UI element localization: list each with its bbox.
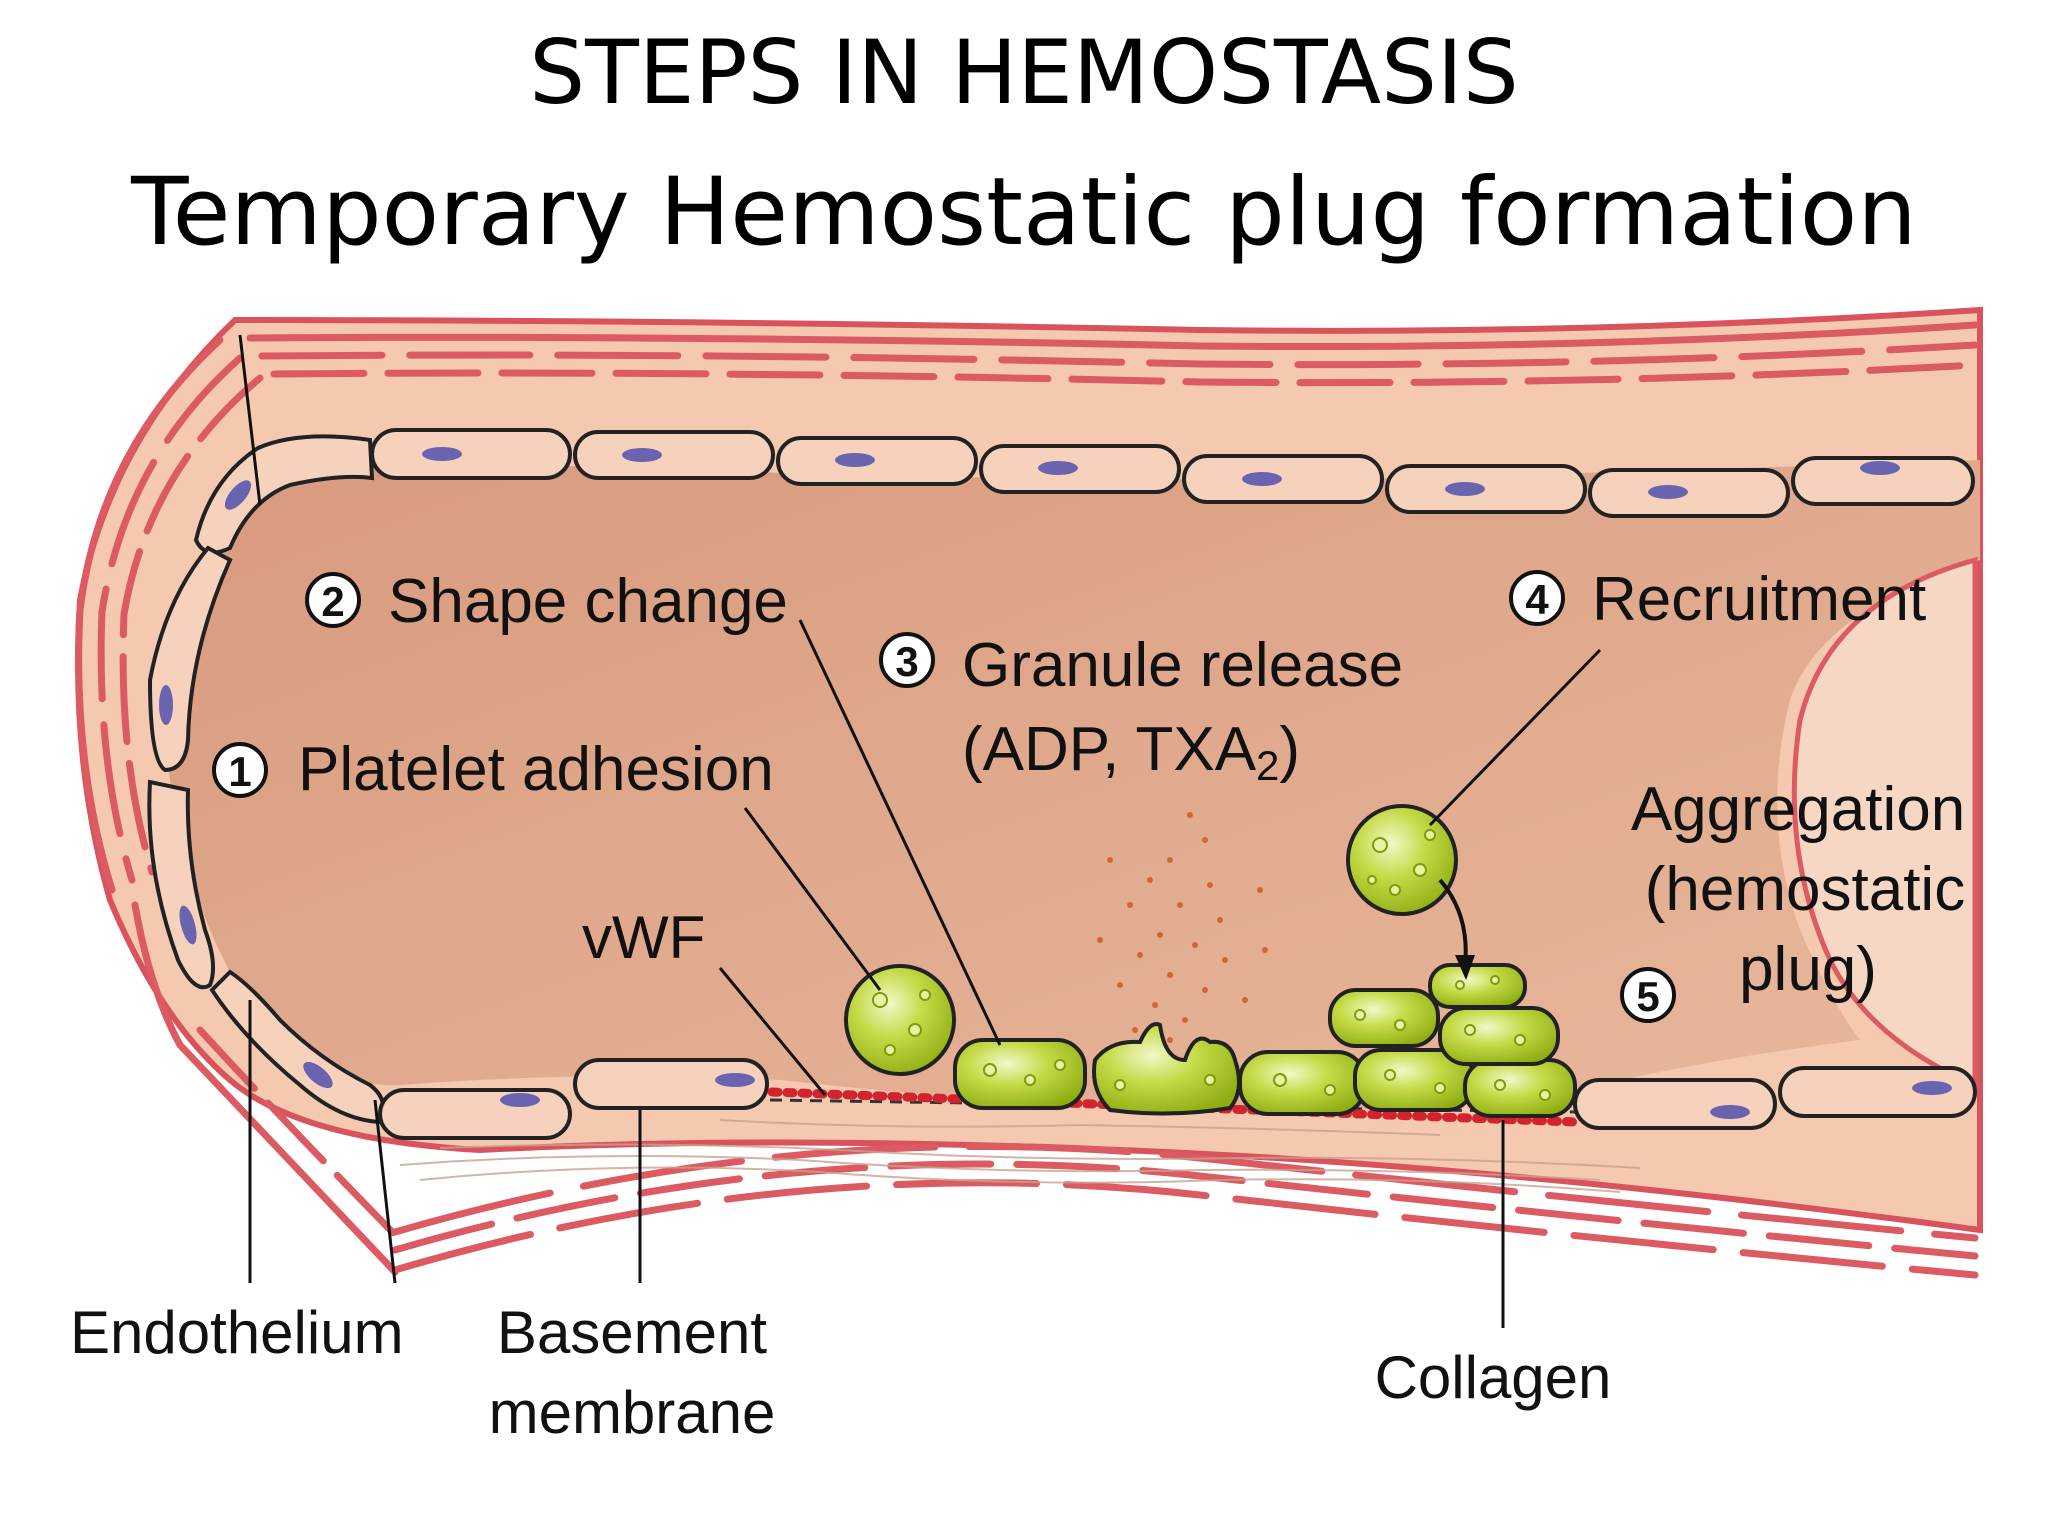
vwf-label: vWF — [582, 904, 705, 971]
step-3-label-line2: (ADP, TXA2) — [962, 715, 1300, 789]
step-5-label-line3: plug) — [1739, 935, 1877, 1004]
arrow-head-icon — [1455, 955, 1475, 980]
leader-lines — [238, 334, 1602, 1328]
smooth-muscle-layer — [75, 321, 1979, 894]
nucleus-group-left — [159, 480, 333, 1089]
svg-text:1: 1 — [228, 748, 251, 795]
step-markers: 1 2 3 4 5 — [212, 570, 1676, 1023]
basement-membrane-label: Basement — [497, 1299, 767, 1366]
step-4-marker — [1509, 570, 1565, 626]
platelet-shape-change — [953, 1038, 1087, 1110]
svg-text:4: 4 — [1525, 576, 1549, 623]
collagen-label: Collagen — [1375, 1344, 1612, 1411]
endothelium-left — [147, 434, 386, 1125]
nucleus-group-bottom — [500, 1073, 1952, 1119]
svg-text:2: 2 — [321, 578, 344, 625]
basement-membrane-label-line2: membrane — [489, 1379, 776, 1446]
step-5-marker — [1620, 967, 1676, 1023]
platelet-adhesion — [844, 964, 956, 1076]
svg-text:5: 5 — [1636, 973, 1659, 1020]
step-3-marker — [879, 632, 935, 688]
platelet-group — [844, 804, 1577, 1118]
step-5-label: Aggregation — [1631, 775, 1965, 844]
step-1-marker — [212, 742, 268, 798]
step-5-label-line2: (hemostatic — [1645, 855, 1965, 924]
granule-particles — [1097, 812, 1268, 1043]
endothelium-bottom — [378, 1058, 1977, 1140]
endothelium-top — [370, 428, 1975, 518]
page-title: STEPS IN HEMOSTASIS — [529, 21, 1519, 124]
page-subtitle: Temporary Hemostatic plug formation — [131, 158, 1917, 267]
endothelium-label: Endothelium — [70, 1299, 404, 1366]
step-2-marker — [305, 572, 361, 628]
svg-text:3: 3 — [895, 638, 918, 685]
platelet-granules — [872, 829, 1551, 1101]
step-1-label: Platelet adhesion — [298, 735, 774, 804]
step-3-label: Granule release — [962, 631, 1403, 700]
platelet-granule-release — [1092, 1022, 1241, 1116]
nucleus-group-top — [422, 447, 1900, 499]
step-4-label: Recruitment — [1592, 565, 1926, 634]
lumen-opening — [1791, 556, 1978, 1089]
platelet-recruitment — [1346, 804, 1458, 916]
step-2-label: Shape change — [388, 567, 788, 636]
collagen-fibers — [399, 1119, 1641, 1193]
